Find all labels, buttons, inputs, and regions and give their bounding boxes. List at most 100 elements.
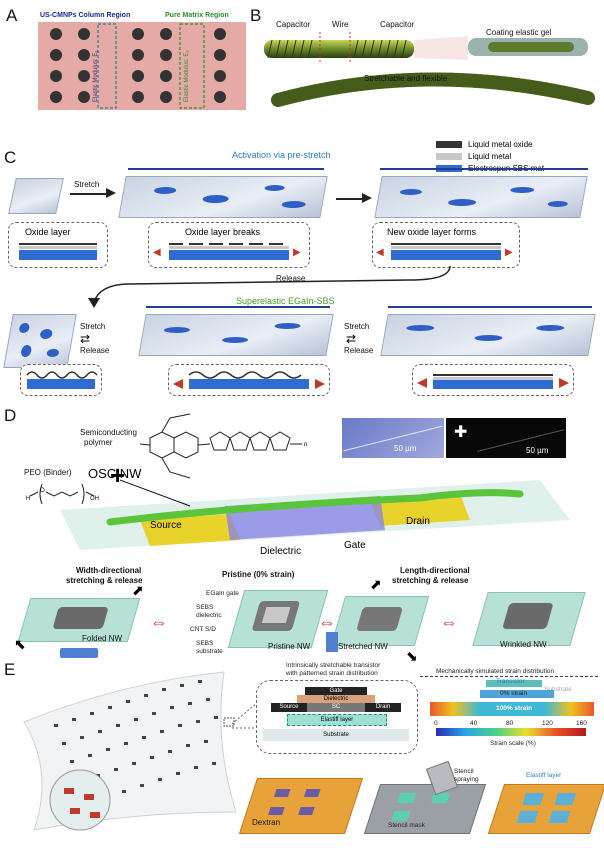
sc-layer: SC — [307, 703, 365, 712]
flat-stretch-box — [412, 364, 574, 396]
sebs-dielectric-label-1: SEBS — [196, 604, 214, 611]
elastiff-patch-2 — [554, 793, 577, 805]
stencil-hole-3 — [391, 811, 411, 821]
tick-80: 80 — [506, 720, 514, 727]
stencil-step — [363, 784, 487, 834]
legend-swatch-oxide — [436, 141, 462, 148]
elastiff-patch-1 — [522, 793, 545, 805]
dextran-label: Dextran — [252, 818, 281, 827]
release-label: Release — [276, 274, 306, 283]
sbs-bar-3 — [391, 250, 501, 260]
compress-icon — [60, 648, 98, 658]
panel-b-letter: B — [250, 6, 262, 25]
panel-a-letter: A — [6, 6, 18, 25]
sebs-dielectric-label-2: dielectric — [196, 612, 222, 619]
zero-strain-bar — [480, 690, 554, 698]
polymer-structure: n — [139, 413, 307, 479]
panel-c-letter: C — [4, 148, 17, 167]
nw-line-2 — [477, 429, 565, 452]
legend-swatch-lm — [436, 153, 462, 160]
c-stretch-arrow-3 — [146, 306, 330, 308]
crosspolar-icon: ✚ — [454, 424, 468, 441]
device-stretched — [330, 596, 430, 646]
pristine-nw-label: Pristine NW — [268, 642, 311, 651]
sbs-bar-2 — [169, 250, 289, 260]
svg-text:H: H — [26, 496, 30, 502]
red-double-arrow-1: ⇔ — [150, 612, 168, 632]
c-mat-relaxed — [3, 314, 77, 368]
width-dir-label-1: Width-directional — [76, 566, 142, 575]
folded-nw-label: Folded NW — [82, 634, 123, 643]
panel-d-letter: D — [4, 406, 17, 425]
plus-sign: + — [110, 460, 126, 490]
legend-liquid-metal: Liquid metal — [468, 152, 512, 161]
black-arrow-nw: ⬈ — [370, 576, 382, 592]
zoom-circle-devices — [64, 788, 100, 818]
double-arrow-1: ⇄ — [80, 332, 91, 346]
sebs-substrate-label-2: substrate — [196, 648, 223, 655]
black-arrow-sw: ⬉ — [14, 636, 26, 652]
device-pristine — [227, 590, 329, 648]
c-arrow-mid — [336, 198, 366, 200]
wavy-layer-2 — [173, 371, 325, 389]
oxide-breaks-label: Oxide layer breaks — [185, 227, 261, 237]
transistor-bar — [486, 680, 542, 687]
substrate-layer: Substrate — [263, 729, 409, 741]
stencil-label-2: spraying — [454, 776, 479, 783]
drain-layer: Drain — [365, 703, 401, 712]
dielectric-label: Dielectric — [260, 546, 302, 557]
elastiff-label-2: Elastiff layer — [526, 772, 562, 779]
lm-bar-2 — [169, 246, 289, 249]
scale-bar-2: 50 µm — [526, 446, 549, 455]
elastiff-patch-3 — [516, 811, 539, 823]
tick-160: 160 — [576, 720, 587, 727]
red-double-arrow-2: ⇔ — [318, 612, 336, 632]
c-mat-initial — [8, 178, 64, 214]
particle-row-3 — [50, 70, 226, 82]
release-curve — [88, 265, 451, 308]
wavy-box — [20, 364, 102, 396]
stencil-hole-2 — [430, 793, 451, 803]
activation-title: Activation via pre-stretch — [232, 150, 331, 160]
svg-text:O: O — [40, 488, 45, 494]
red-arrow-right-1: ▶ — [293, 247, 301, 258]
tick-0: 0 — [434, 720, 438, 727]
release-label-3: Release — [344, 346, 374, 355]
transistor-label: Transistor — [496, 678, 525, 685]
red-double-arrow-3: ⇔ — [440, 612, 458, 632]
fiber-capacitor-figure — [264, 30, 595, 107]
broken-oxide-bar — [169, 243, 289, 245]
capacitor-label-2: Capacitor — [380, 20, 415, 29]
c-mat-stretched-4 — [380, 314, 596, 356]
peo-structure: H O OH — [26, 483, 99, 505]
stretchable-label: Stretchable and flexible — [364, 74, 448, 83]
particle-row-2 — [50, 49, 226, 61]
coated-fiber-core — [488, 42, 574, 52]
zero-strain-label: 0% strain — [500, 690, 528, 697]
drain-label: Drain — [406, 516, 430, 527]
strain-colorbar — [436, 728, 586, 736]
sebs-substrate-label-1: SEBS — [196, 640, 214, 647]
elastiff-patch-4 — [548, 811, 571, 823]
dextran-device-4 — [298, 807, 315, 815]
length-dir-label-1: Length-directional — [400, 566, 470, 575]
zoom-circle — [49, 769, 111, 831]
matrix-region-box — [179, 23, 205, 109]
width-dir-label-2: stretching & release — [66, 576, 143, 585]
legend-oxide: Liquid metal oxide — [468, 140, 533, 149]
nw-line-1 — [343, 425, 443, 452]
cnt-sd-label: CNT S/D — [190, 626, 216, 633]
zoom-connector — [231, 701, 259, 729]
elastiff-step — [487, 784, 604, 834]
dielectric-layer-e: Dielectric — [297, 695, 375, 703]
particle-row-1 — [50, 28, 226, 40]
c-stretch-arrow-2 — [380, 168, 588, 170]
wavy-stretch-box — [168, 364, 330, 396]
length-dir-label-2: stretching & release — [392, 576, 469, 585]
stretch-arrow-1 — [70, 193, 110, 195]
release-label-2: Release — [80, 346, 110, 355]
modulus-label-2: Elastic Modulus: E₂ — [184, 50, 190, 102]
red-arrow-left-1: ◀ — [153, 247, 161, 258]
dextran-device-1 — [273, 789, 291, 797]
peo-label: PEO (Binder) — [24, 468, 72, 477]
